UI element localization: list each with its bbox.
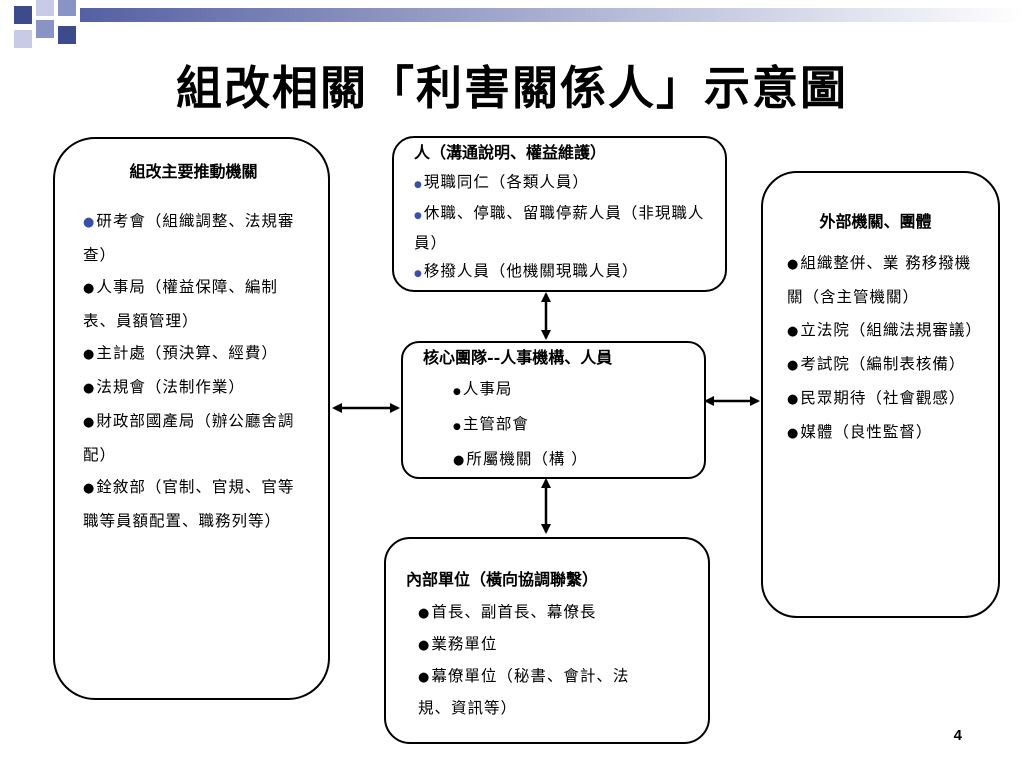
bullet-icon: ● bbox=[453, 453, 466, 468]
list-item: ●主管部會 bbox=[453, 415, 529, 433]
bullet-icon: ● bbox=[787, 324, 800, 339]
list-item: ●業務單位 bbox=[418, 635, 498, 653]
list-item: ●主計處（預決算、經費） bbox=[83, 344, 278, 362]
bullet-icon: ● bbox=[787, 426, 800, 441]
list-item: ●研考會（組織調整、法規審查） bbox=[83, 212, 295, 264]
box-heading: 內部單位（橫向協調聯繫） bbox=[406, 570, 599, 589]
list-item: ●立法院（組織法規審議） bbox=[787, 321, 982, 339]
list-item: ●休職、停職、留職停薪人員（非現職人員） bbox=[414, 204, 705, 252]
bullet-icon: ● bbox=[414, 269, 423, 279]
people-list: ●現職同仁（各類人員） ●休職、停職、留職停薪人員（非現職人員） ●移撥人員（他… bbox=[414, 168, 711, 289]
bullet-icon: ● bbox=[83, 415, 96, 430]
list-item: ●銓敘部（官制、官規、官等職等員額配置、職務列等） bbox=[83, 478, 295, 530]
list-item: ●首長、副首長、幕僚長 bbox=[418, 603, 597, 621]
bullet-icon: ● bbox=[418, 670, 431, 685]
list-item: ●組織整併、業 務移撥機關（含主管機關） bbox=[787, 254, 972, 306]
bullet-icon: ● bbox=[418, 638, 431, 653]
deco-square bbox=[36, 20, 54, 38]
box-heading: 組改主要推動機關 bbox=[129, 162, 258, 181]
list-item: ●考試院（編制表核備） bbox=[787, 355, 966, 373]
external-orgs-list: ●組織整併、業 務移撥機關（含主管機關） ●立法院（組織法規審議） ●考試院（編… bbox=[787, 247, 984, 450]
list-item: ●媒體（良性監督） bbox=[787, 423, 933, 441]
page-number: 4 bbox=[953, 727, 962, 744]
deco-square bbox=[36, 0, 54, 16]
box-main-agencies: 組改主要推動機關 ●研考會（組織調整、法規審查） ●人事局（權益保障、編制表、員… bbox=[53, 137, 330, 700]
bullet-icon: ● bbox=[83, 381, 96, 396]
bullet-icon: ● bbox=[414, 180, 423, 190]
deco-square bbox=[58, 0, 76, 16]
box-internal-units: 內部單位（橫向協調聯繫） ●首長、副首長、幕僚長 ●業務單位 ●幕僚單位（秘書、… bbox=[384, 537, 710, 744]
bullet-icon: ● bbox=[83, 481, 96, 496]
deco-square bbox=[14, 30, 32, 48]
bullet-icon: ● bbox=[787, 257, 800, 272]
bullet-icon: ● bbox=[414, 211, 423, 221]
bullet-icon: ● bbox=[453, 387, 462, 397]
box-people: 人（溝通說明、權益維護） ●現職同仁（各類人員） ●休職、停職、留職停薪人員（非… bbox=[392, 136, 727, 292]
list-item: ●現職同仁（各類人員） bbox=[414, 173, 589, 191]
box-core-team: 核心團隊--人事機構、人員 ●人事局 ●主管部會 ●所屬機關（構 ） bbox=[401, 341, 706, 479]
list-item: ●法規會（法制作業） bbox=[83, 378, 245, 396]
box-heading: 外部機關、團體 bbox=[819, 212, 932, 231]
bullet-icon: ● bbox=[787, 392, 800, 407]
internal-units-list: ●首長、副首長、幕僚長 ●業務單位 ●幕僚單位（秘書、會計、法規、資訊等） bbox=[406, 597, 698, 723]
slide-title: 組改相關「利害關係人」示意圖 bbox=[176, 61, 848, 115]
corner-decoration bbox=[0, 0, 80, 60]
header-gradient-bar bbox=[80, 8, 1024, 22]
bullet-icon: ● bbox=[787, 358, 800, 373]
list-item: ●所屬機關（構 ） bbox=[453, 450, 588, 468]
box-external-orgs: 外部機關、團體 ●組織整併、業 務移撥機關（含主管機關） ●立法院（組織法規審議… bbox=[761, 171, 1000, 618]
list-item: ●移撥人員（他機關現職人員） bbox=[414, 262, 639, 280]
list-item: ●人事局 bbox=[453, 380, 513, 398]
agency-list: ●研考會（組織調整、法規審查） ●人事局（權益保障、編制表、員額管理） ●主計處… bbox=[83, 205, 304, 537]
box-heading: 核心團隊--人事機構、人員 bbox=[423, 348, 613, 367]
list-item: ●人事局（權益保障、編制表、員額管理） bbox=[83, 278, 278, 330]
deco-square bbox=[14, 6, 32, 24]
list-item: ●幕僚單位（秘書、會計、法規、資訊等） bbox=[418, 667, 630, 717]
bullet-icon: ● bbox=[83, 215, 96, 230]
bullet-icon: ● bbox=[453, 422, 462, 432]
core-team-list: ●人事局 ●主管部會 ●所屬機關（構 ） bbox=[423, 373, 694, 477]
bullet-icon: ● bbox=[418, 606, 431, 621]
box-heading: 人（溝通說明、權益維護） bbox=[414, 143, 607, 162]
deco-square bbox=[58, 26, 76, 44]
list-item: ●民眾期待（社會觀感） bbox=[787, 389, 966, 407]
bullet-icon: ● bbox=[83, 281, 96, 296]
list-item: ●財政部國產局（辦公廳舍調配） bbox=[83, 412, 295, 464]
bullet-icon: ● bbox=[83, 347, 96, 362]
